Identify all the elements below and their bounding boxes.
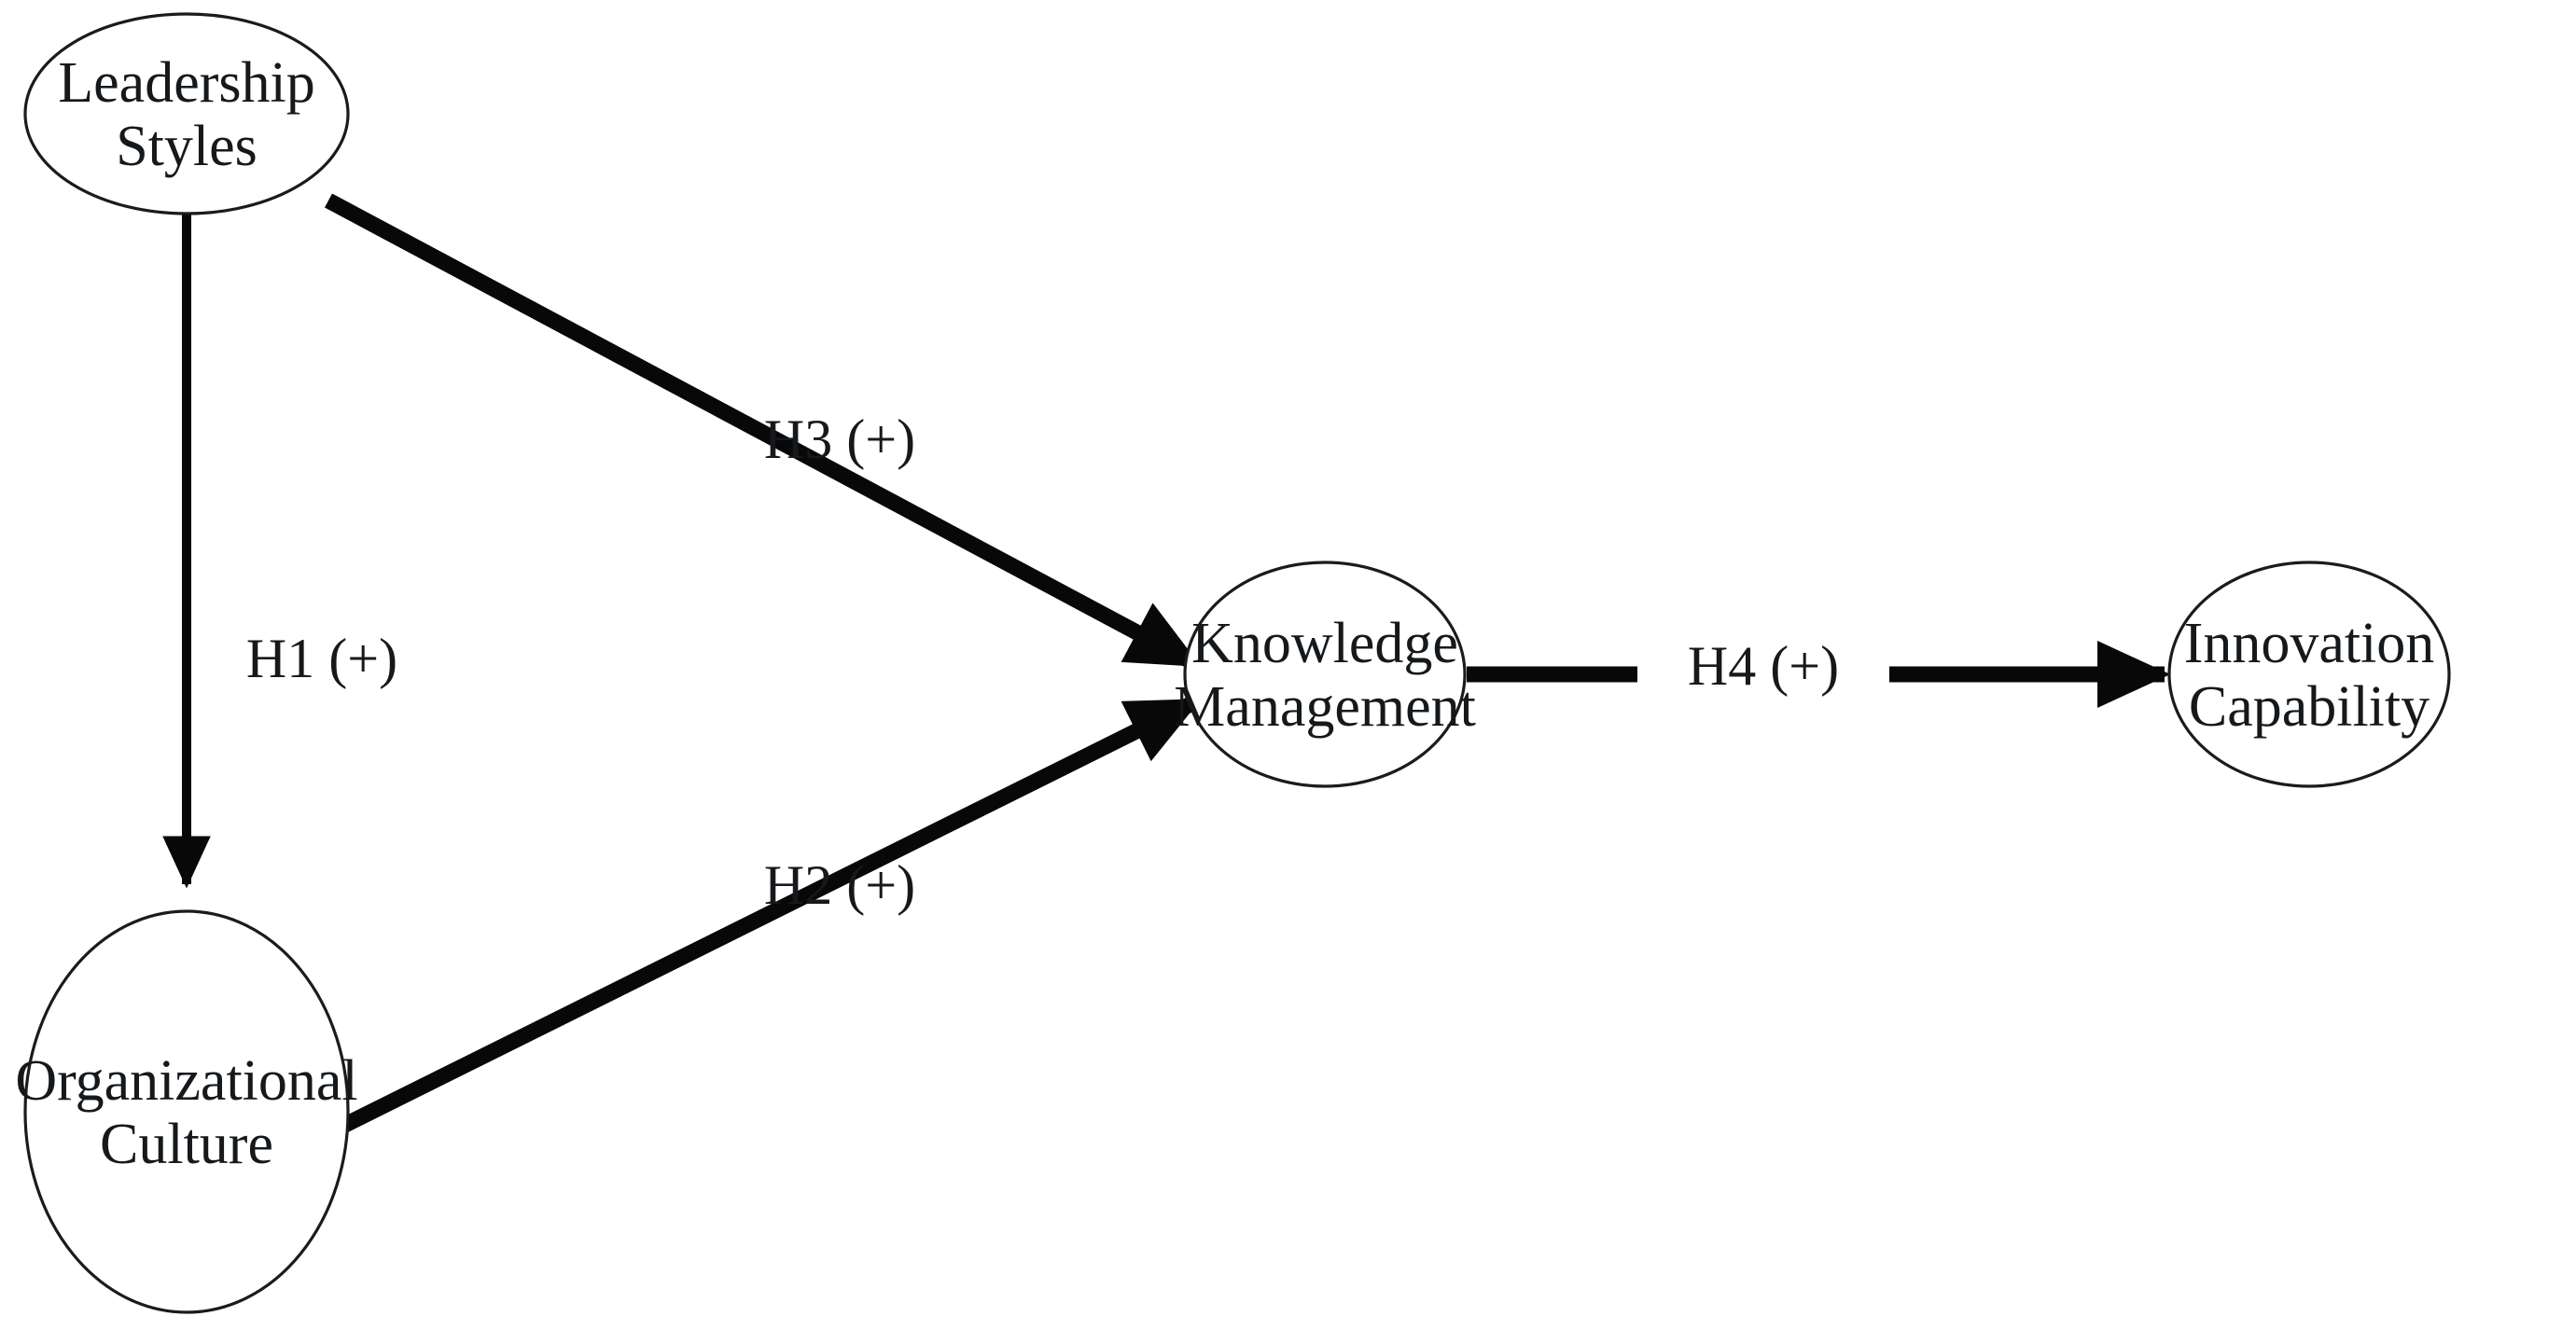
node-leadership-styles-label-line2: Styles: [116, 115, 258, 178]
node-leadership-styles-label-line1: Leadership: [58, 51, 314, 115]
edge-label-h1-text: H1 (+): [246, 628, 397, 689]
edge-label-h3: H3 (+): [764, 409, 915, 470]
node-innovation-capability-ellipse[interactable]: [2167, 561, 2451, 788]
node-innovation-capability-label-line2: Capability: [2189, 675, 2430, 739]
edge-h3: [324, 193, 1202, 672]
node-organizational-culture-ellipse[interactable]: [23, 909, 350, 1314]
node-organizational-culture-label-line1: Organizational: [15, 1049, 357, 1113]
node-innovation-capability[interactable]: Innovation Capability: [2167, 561, 2451, 788]
node-organizational-culture-label-line2: Culture: [100, 1113, 273, 1176]
node-organizational-culture[interactable]: Organizational Culture: [15, 909, 358, 1314]
edge-label-h4-backdrop: [1637, 640, 1889, 709]
node-knowledge-management[interactable]: Knowledge Management: [1174, 561, 1476, 788]
node-leadership-styles-ellipse[interactable]: [23, 12, 350, 215]
edge-h3-line: [324, 193, 1202, 672]
edge-label-h2: H2 (+): [764, 854, 915, 916]
edge-label-h1: H1 (+): [246, 628, 397, 689]
node-knowledge-management-label-line1: Knowledge: [1191, 612, 1458, 675]
node-knowledge-management-ellipse[interactable]: [1183, 561, 1467, 788]
edge-h2: [338, 694, 1202, 1134]
edge-label-h3-text: H3 (+): [764, 409, 915, 470]
edge-h2-line: [338, 694, 1202, 1134]
node-leadership-styles[interactable]: Leadership Styles: [23, 12, 350, 215]
edge-label-h2-text: H2 (+): [764, 854, 915, 916]
edge-label-h4: H4 (+): [1637, 635, 1889, 709]
edge-label-h4-text: H4 (+): [1688, 635, 1839, 697]
node-knowledge-management-label-line2: Management: [1174, 675, 1476, 739]
node-innovation-capability-label-line1: Innovation: [2184, 612, 2435, 675]
